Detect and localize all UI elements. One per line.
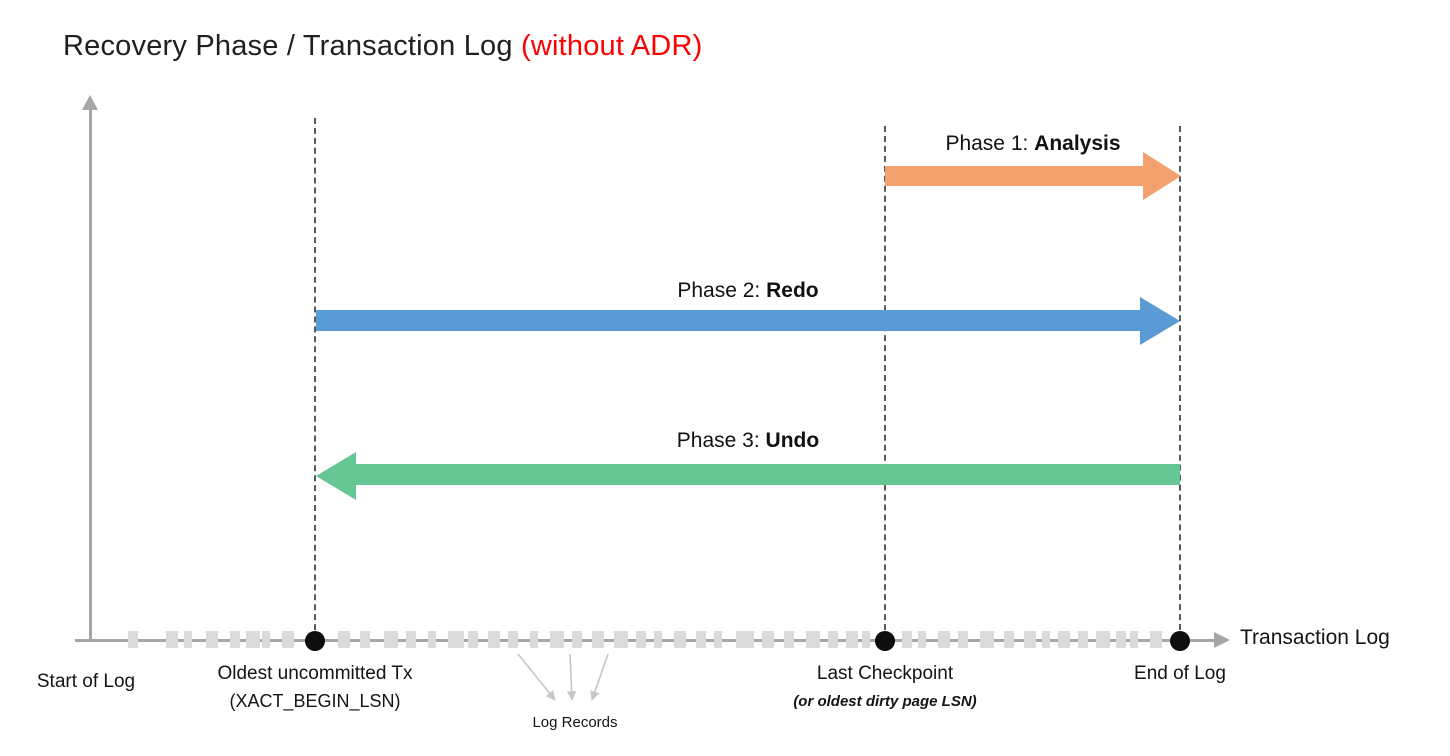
log-record-tick <box>762 631 774 648</box>
log-record-tick <box>206 631 218 648</box>
phase2-arrowhead-icon <box>1140 297 1180 345</box>
guide-line-end-of-log <box>1179 126 1181 640</box>
log-record-tick <box>714 631 722 648</box>
x-axis-arrow-icon <box>1214 632 1230 648</box>
log-record-tick <box>918 631 926 648</box>
phase3-arrow <box>356 464 1180 485</box>
log-record-tick <box>654 631 662 648</box>
log-record-tick <box>488 631 500 648</box>
log-record-tick <box>902 631 912 648</box>
log-record-tick <box>384 631 398 648</box>
y-axis-line <box>89 108 92 641</box>
log-record-tick <box>508 631 518 648</box>
log-record-tick <box>262 631 270 648</box>
page-title: Recovery Phase / Transaction Log (withou… <box>63 30 702 63</box>
phase1-label-prefix: Phase 1: <box>945 132 1035 155</box>
page-title-highlight: (without ADR) <box>520 30 703 62</box>
last-checkpoint-label: Last Checkpoint <box>816 663 954 684</box>
log-record-tick <box>1096 631 1110 648</box>
phase2-label-prefix: Phase 2: <box>677 279 767 302</box>
end-of-log-label: End of Log <box>1134 663 1226 684</box>
log-record-tick <box>550 631 564 648</box>
log-record-tick <box>828 631 838 648</box>
phase3-label: Phase 3: Undo <box>316 429 1180 453</box>
log-record-tick <box>1078 631 1088 648</box>
log-record-tick <box>530 631 538 648</box>
log-record-tick <box>246 631 260 648</box>
y-axis-arrow-icon <box>82 95 98 110</box>
log-record-tick <box>784 631 794 648</box>
log-record-tick <box>166 631 178 648</box>
log-record-tick <box>128 631 138 648</box>
log-record-tick <box>806 631 820 648</box>
last-checkpoint-sublabel: (or oldest dirty page LSN) <box>793 693 977 710</box>
log-record-tick <box>846 631 858 648</box>
log-record-tick <box>736 631 754 648</box>
log-record-tick <box>572 631 582 648</box>
phase3-label-prefix: Phase 3: <box>676 429 766 452</box>
log-record-tick <box>360 631 370 648</box>
phase2-label: Phase 2: Redo <box>316 279 1180 303</box>
log-record-tick <box>696 631 706 648</box>
marker-dot-end-of-log <box>1170 631 1190 651</box>
phase3-arrowhead-icon <box>316 452 356 500</box>
phase1-arrow <box>885 166 1143 186</box>
log-record-tick <box>980 631 994 648</box>
log-record-tick <box>958 631 968 648</box>
log-record-tick <box>428 631 436 648</box>
log-record-tick <box>184 631 192 648</box>
log-records-label: Log Records <box>532 714 618 731</box>
log-record-tick <box>592 631 604 648</box>
guide-line-last-checkpoint <box>884 126 886 640</box>
log-record-tick <box>1058 631 1070 648</box>
phase1-arrowhead-icon <box>1143 152 1181 200</box>
marker-dot-oldest-tx <box>305 631 325 651</box>
guide-line-oldest-tx <box>314 118 316 640</box>
log-record-tick <box>1024 631 1036 648</box>
log-record-tick <box>1004 631 1014 648</box>
marker-dot-last-checkpoint <box>875 631 895 651</box>
log-record-tick <box>338 631 350 648</box>
log-record-tick <box>938 631 950 648</box>
phase3-label-name: Undo <box>765 429 820 452</box>
log-record-tick <box>1042 631 1050 648</box>
log-record-tick <box>1130 631 1138 648</box>
log-record-tick <box>674 631 686 648</box>
oldest-uncommitted-tx-sublabel: (XACT_BEGIN_LSN) <box>229 691 401 711</box>
start-of-log-label: Start of Log <box>36 671 136 692</box>
x-axis-label: Transaction Log <box>1240 626 1390 649</box>
log-record-tick <box>230 631 240 648</box>
log-record-tick <box>448 631 464 648</box>
log-records-pointer-arrows-icon <box>517 653 609 701</box>
page-title-main: Recovery Phase / Transaction Log <box>63 30 521 62</box>
log-record-tick <box>282 631 294 648</box>
phase2-arrow <box>316 310 1142 331</box>
log-record-tick <box>1150 631 1162 648</box>
log-record-tick <box>636 631 646 648</box>
log-record-tick <box>468 631 478 648</box>
phase2-label-name: Redo <box>766 279 819 302</box>
phase1-label-name: Analysis <box>1034 132 1121 155</box>
log-record-tick <box>862 631 870 648</box>
log-record-tick <box>614 631 628 648</box>
phase1-label: Phase 1: Analysis <box>885 132 1181 156</box>
log-record-tick <box>406 631 416 648</box>
log-record-tick <box>1116 631 1126 648</box>
oldest-uncommitted-tx-label: Oldest uncommitted Tx <box>217 663 413 684</box>
